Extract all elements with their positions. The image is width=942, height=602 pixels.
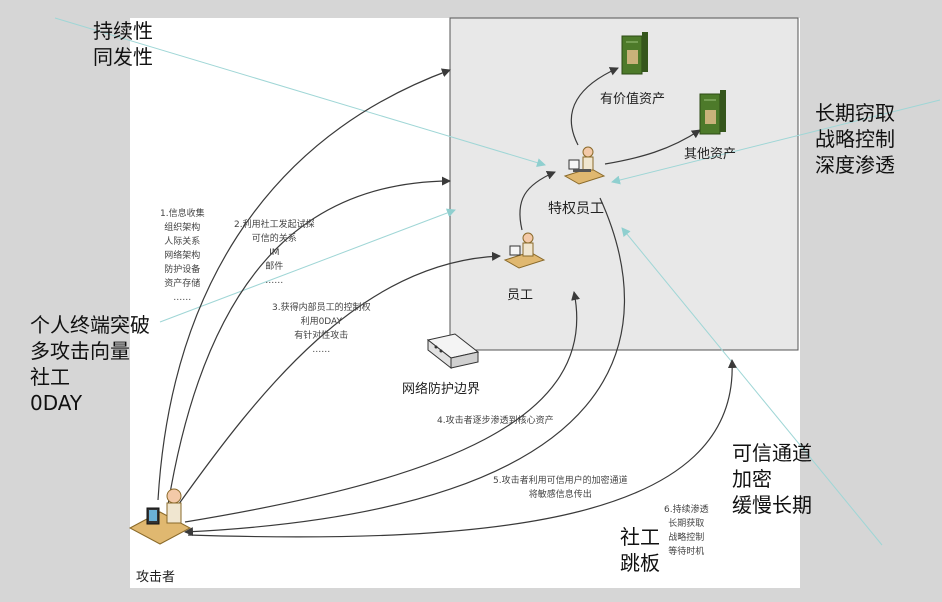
callout-text: 同发性 (93, 45, 153, 69)
callout-label-right-bottom: 可信通道 加密 缓慢长期 (732, 440, 812, 518)
callout-label-left-mid: 个人终端突破 多攻击向量 社工 0DAY (30, 312, 150, 416)
node-label-valuable-assets: 有价值资产 (600, 92, 666, 107)
arrow-step5 (184, 197, 626, 537)
step-text: 等待时机 (668, 547, 705, 557)
step-text: 人际关系 (164, 237, 201, 247)
callout-text: 0DAY (30, 391, 83, 415)
server-other-icon (699, 90, 726, 135)
arrow-to-other-assets (604, 129, 701, 165)
arrow-step3 (175, 251, 501, 509)
step-text: 资产存储 (164, 279, 201, 289)
callout-label-bottom-mid: 社工 跳板 (620, 524, 660, 576)
step-text: 可信的关系 (251, 234, 297, 244)
step6-label: 6.持续渗透 长期获取 战略控制 等待时机 (664, 503, 709, 559)
step3-label: 3.获得内部员工的控制权 利用0DAY 有针对性攻击 …… (272, 301, 371, 357)
callout-label-top-left: 持续性 同发性 (93, 18, 153, 70)
callout-line-right-top (611, 99, 941, 185)
callout-text: 战略控制 (815, 127, 895, 151)
step2-label: 2.利用社工发起试探 可信的关系 IM 邮件 …… (234, 218, 315, 288)
callout-text: 多攻击向量 (30, 339, 130, 363)
server-valuable-icon (621, 32, 648, 75)
callout-text: 社工 (30, 365, 70, 389)
node-label-attacker: 攻击者 (136, 570, 176, 585)
step-text: 战略控制 (668, 533, 705, 543)
callout-text: 社工 (620, 525, 660, 549)
callout-line-right-bottom (621, 227, 883, 546)
node-label-firewall: 网络防护边界 (402, 382, 481, 397)
callout-text: 长期窃取 (815, 101, 895, 125)
callout-text: 持续性 (93, 19, 153, 43)
firewall-icon (426, 333, 480, 370)
attacker-icon (128, 488, 192, 545)
arrow-employee-to-privileged (519, 171, 556, 231)
node-label-employee: 员工 (507, 288, 534, 303)
employee-icon (503, 232, 546, 269)
step-text: 将敏感信息传出 (528, 490, 592, 500)
callout-text: 可信通道 (732, 441, 812, 465)
callout-lines (54, 17, 941, 546)
privileged-employee-icon (563, 146, 606, 185)
step-text: 防护设备 (164, 265, 201, 275)
arrow-step6 (187, 359, 737, 538)
callout-text: 缓慢长期 (732, 493, 812, 517)
callout-text: 加密 (732, 467, 772, 491)
step1-label: 1.信息收集 组织架构 人际关系 网络架构 防护设备 资产存储 …… (160, 207, 205, 305)
callout-label-right-top: 长期窃取 战略控制 深度渗透 (815, 100, 895, 178)
callout-line-top-left (54, 17, 546, 168)
step-text: 组织架构 (164, 223, 201, 233)
step-text: 有针对性攻击 (294, 331, 349, 341)
step-text: 5.攻击者利用可信用户的加密通道 (493, 476, 628, 486)
arrow-step1 (157, 68, 451, 501)
step-text: 利用0DAY (300, 317, 343, 327)
arrow-to-valuable-assets (570, 67, 619, 146)
callout-text: 跳板 (620, 551, 660, 575)
step-text: …… (312, 345, 331, 355)
step-text: 长期获取 (668, 519, 705, 529)
arrow-step2 (167, 176, 451, 506)
callout-text: 深度渗透 (815, 153, 895, 177)
node-label-other-assets: 其他资产 (684, 147, 737, 162)
arrow-step4 (184, 291, 580, 523)
step-text: 4.攻击者逐步渗透到核心资产 (437, 416, 554, 426)
attack-arrows (157, 67, 737, 538)
step-text: IM (269, 248, 280, 258)
step-text: 1.信息收集 (160, 209, 205, 219)
step-text: …… (265, 276, 284, 286)
step-text: 6.持续渗透 (664, 505, 709, 515)
callout-line-left-mid (159, 208, 456, 323)
step-text: 网络架构 (164, 251, 201, 261)
step-text: 2.利用社工发起试探 (234, 220, 315, 230)
callout-text: 个人终端突破 (30, 313, 150, 337)
step5-label: 5.攻击者利用可信用户的加密通道 将敏感信息传出 (493, 474, 628, 502)
step-text: 3.获得内部员工的控制权 (272, 303, 371, 313)
node-label-privileged-employee: 特权员工 (548, 201, 604, 217)
step-text: 邮件 (265, 262, 284, 272)
step-text: …… (173, 293, 192, 303)
step4-label: 4.攻击者逐步渗透到核心资产 (437, 414, 554, 428)
